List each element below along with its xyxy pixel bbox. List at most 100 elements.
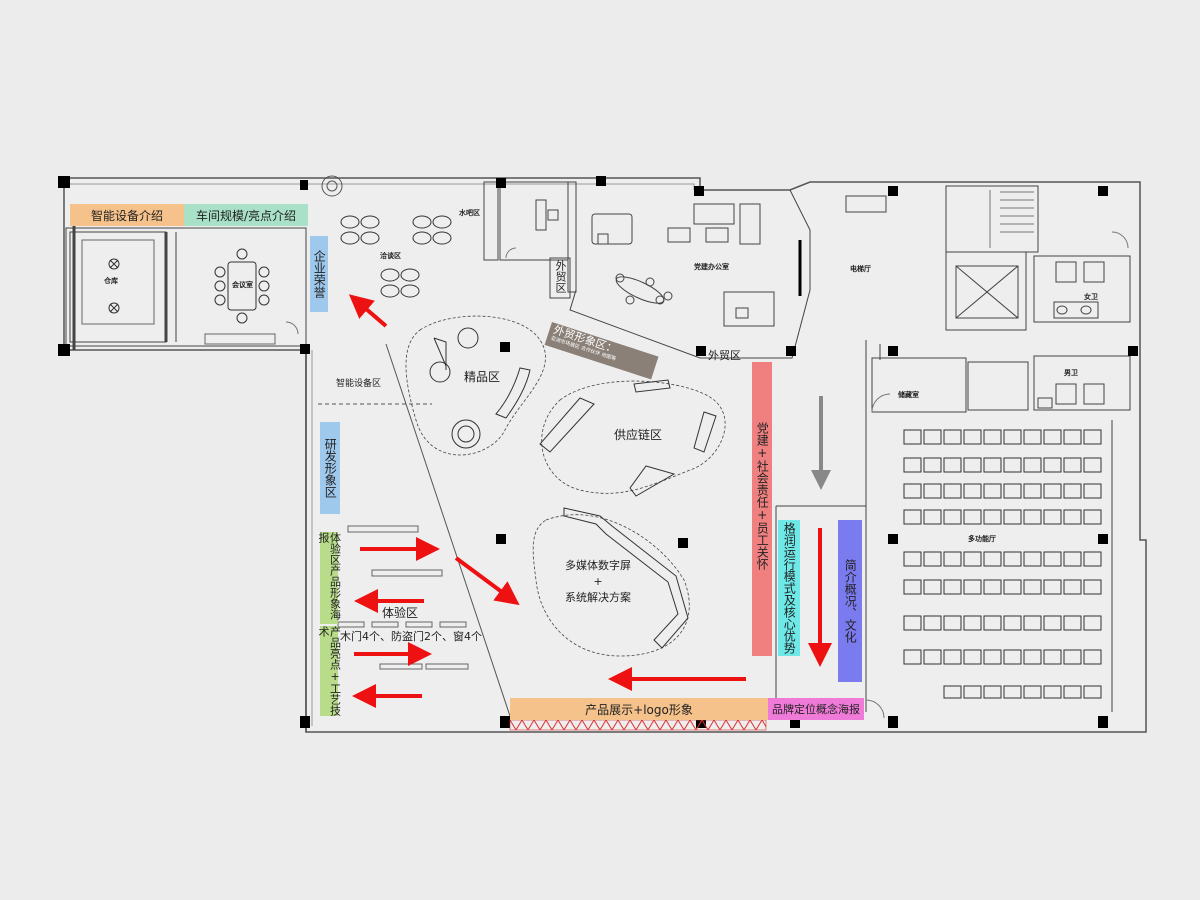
- band-label: 格润运行模式及核心优势: [782, 522, 797, 654]
- seat: [1043, 509, 1062, 525]
- seat: [903, 509, 922, 525]
- seat: [903, 579, 922, 595]
- seat: [983, 579, 1002, 595]
- band-rd-image: 研发形象区: [320, 422, 340, 514]
- seat: [1063, 685, 1082, 699]
- seat: [943, 509, 962, 525]
- band-label: 产品展示+logo形象: [585, 702, 693, 717]
- seat: [1023, 685, 1042, 699]
- seat: [963, 579, 982, 595]
- seat: [943, 457, 962, 473]
- seat: [903, 551, 922, 567]
- seat: [1043, 649, 1062, 665]
- seat: [1043, 457, 1062, 473]
- seat: [1063, 649, 1082, 665]
- seat: [1083, 509, 1102, 525]
- seat: [1083, 429, 1102, 445]
- seat: [903, 429, 922, 445]
- seat: [983, 457, 1002, 473]
- seat: [1063, 483, 1082, 499]
- seat: [1023, 509, 1042, 525]
- seat: [1063, 457, 1082, 473]
- label-party-office: 党建办公室: [694, 263, 729, 271]
- seat: [1063, 579, 1082, 595]
- label-water-bar: 水吧区: [459, 209, 480, 217]
- seat: [1043, 685, 1062, 699]
- seat: [943, 685, 962, 699]
- multimedia-line-1: 多媒体数字屏: [565, 559, 631, 572]
- band-label: 简介概况、文化: [843, 559, 858, 643]
- meeting-table: [214, 248, 270, 324]
- band-experience-poster: 体验区产品形象海报: [317, 532, 342, 624]
- band-enterprise-honor: 企业荣誉: [310, 236, 328, 312]
- flow-arrows: [348, 294, 832, 708]
- seat: [963, 509, 982, 525]
- band-label: 研发形象区: [323, 438, 338, 498]
- band-label: 体验区产品形象海报: [317, 532, 342, 620]
- seat: [1003, 429, 1022, 445]
- seat: [1003, 649, 1022, 665]
- seat: [1003, 483, 1022, 499]
- seat: [1083, 483, 1102, 499]
- seat: [923, 615, 942, 631]
- seat: [923, 649, 942, 665]
- seat: [943, 551, 962, 567]
- seat: [1043, 551, 1062, 567]
- label-elevator-hall: 电梯厅: [850, 265, 871, 273]
- band-gerun-model: 格润运行模式及核心优势: [778, 520, 800, 656]
- left-rooms: [65, 204, 307, 350]
- seat: [923, 551, 942, 567]
- seat: [1083, 615, 1102, 631]
- label-foreign-trade: 外贸区: [708, 349, 741, 362]
- seat: [1003, 509, 1022, 525]
- band-workshop-scale: 车间规模/亮点介绍: [184, 204, 308, 226]
- seat: [1043, 579, 1062, 595]
- seat: [1063, 615, 1082, 631]
- seat: [903, 457, 922, 473]
- lounge-chairs: [321, 175, 452, 298]
- seat: [963, 615, 982, 631]
- multimedia-zone: [532, 514, 690, 657]
- seat: [943, 649, 962, 665]
- seat: [983, 649, 1002, 665]
- label-multi-hall: 多功能厅: [968, 535, 996, 543]
- multimedia-line-plus: +: [593, 575, 603, 588]
- seat: [1003, 551, 1022, 567]
- label-multimedia: 多媒体数字屏 + 系统解决方案: [560, 558, 636, 606]
- seat: [983, 685, 1002, 699]
- seat: [963, 483, 982, 499]
- seat: [1063, 509, 1082, 525]
- seat: [963, 649, 982, 665]
- service-core: [871, 185, 1131, 413]
- seat: [1003, 685, 1022, 699]
- seat: [1083, 579, 1102, 595]
- seat: [1023, 615, 1042, 631]
- seat: [1083, 551, 1102, 567]
- label-boutique: 精品区: [464, 370, 501, 384]
- seat: [943, 615, 962, 631]
- seat: [1083, 685, 1102, 699]
- multimedia-screen: [563, 507, 689, 649]
- label-foreign-trade-vertical: 外贸区: [554, 260, 567, 293]
- seat: [963, 429, 982, 445]
- multimedia-line-2: 系统解决方案: [565, 591, 631, 604]
- seat: [923, 429, 942, 445]
- seat: [1063, 551, 1082, 567]
- seat: [943, 483, 962, 499]
- boutique-displays: [429, 327, 531, 449]
- seat: [1043, 483, 1062, 499]
- arrow-to-negotiation: [348, 294, 388, 328]
- label-storage: 储藏室: [898, 391, 919, 399]
- label-meeting-room: 会议室: [232, 281, 253, 289]
- structural-columns: [58, 176, 1138, 728]
- seat: [1023, 483, 1042, 499]
- seat: [1083, 649, 1102, 665]
- party-office: [549, 181, 811, 359]
- seat: [1023, 649, 1042, 665]
- seat: [1023, 579, 1042, 595]
- label-female-wc: 女卫: [1084, 293, 1098, 301]
- auditorium-walls: [775, 195, 1113, 719]
- seat: [943, 579, 962, 595]
- seat: [1043, 615, 1062, 631]
- seat: [963, 551, 982, 567]
